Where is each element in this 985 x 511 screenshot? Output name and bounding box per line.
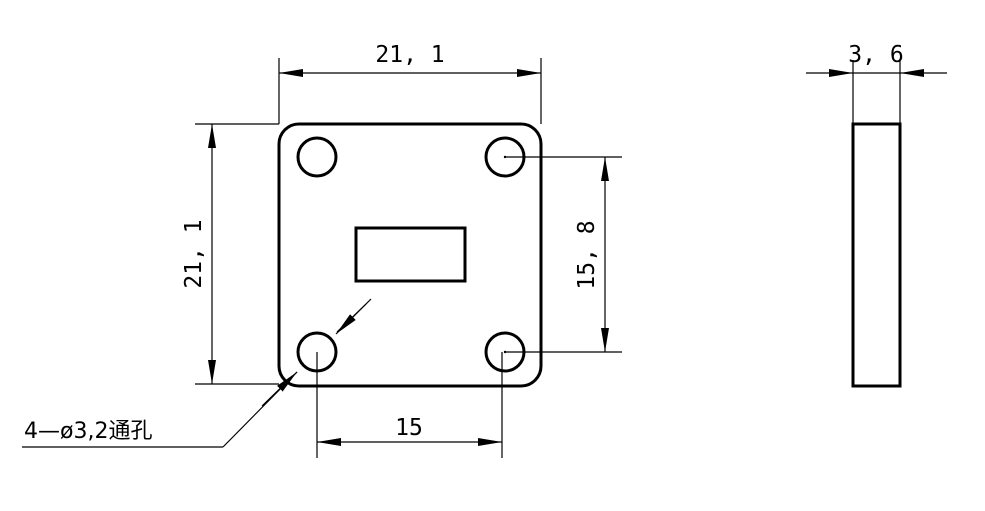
dimension-thickness-label: 3, 6 xyxy=(848,42,903,68)
hole-top-left xyxy=(296,136,338,178)
plate-outline xyxy=(277,122,543,388)
dimension-width: 21, 1 xyxy=(278,42,542,124)
dimension-hole-vertical-spacing: 15, 8 xyxy=(505,156,622,353)
dimension-height: 21, 1 xyxy=(181,123,279,385)
side-outline xyxy=(851,122,902,388)
dimension-height-label: 21, 1 xyxy=(181,219,207,288)
hole-diameter-leader: 4—ø3,2通孔 xyxy=(22,298,372,448)
dimension-hole-horizontal-label: 15 xyxy=(395,415,423,441)
dimension-width-label: 21, 1 xyxy=(375,42,444,68)
hole-note-label: 4—ø3,2通孔 xyxy=(24,419,152,444)
dimension-hole-vertical-label: 15, 8 xyxy=(574,220,600,289)
dimension-hole-horizontal-spacing: 15 xyxy=(316,352,503,458)
front-view: 21, 1 21, 1 15, 8 15 xyxy=(22,42,622,458)
dimension-thickness: 3, 6 xyxy=(806,42,947,124)
side-view: 3, 6 xyxy=(806,42,947,388)
center-opening xyxy=(354,226,467,283)
